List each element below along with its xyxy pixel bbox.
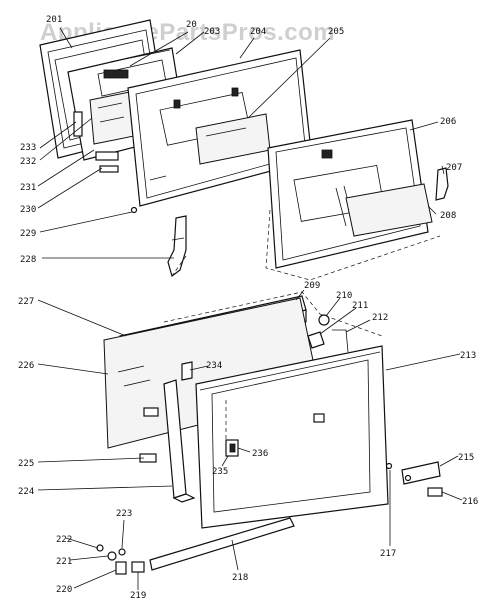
label-213: 213 — [460, 351, 476, 361]
part-223-nut — [118, 548, 126, 556]
label-203: 203 — [204, 27, 220, 37]
part-229-screw — [130, 206, 138, 214]
label-233: 233 — [20, 143, 36, 153]
label-225: 225 — [18, 459, 34, 469]
part-219-end-cap — [131, 561, 145, 573]
leader-lines — [37, 27, 463, 590]
part-216-block — [427, 487, 443, 497]
part-228-hinge — [167, 215, 187, 278]
label-229: 229 — [20, 229, 36, 239]
label-209: 209 — [304, 281, 320, 291]
label-234: 234 — [206, 361, 222, 371]
label-227: 227 — [18, 297, 34, 307]
label-219: 219 — [130, 591, 146, 600]
part-213-frame — [195, 345, 389, 529]
label-201: 201 — [46, 15, 62, 25]
part-207-bracket — [435, 167, 449, 201]
part-211-clip — [307, 331, 325, 349]
label-212: 212 — [372, 313, 388, 323]
label-228: 228 — [20, 255, 36, 265]
label-220: 220 — [56, 585, 72, 595]
part-234-clip — [181, 361, 193, 381]
part-217-screw — [385, 462, 393, 470]
label-206: 206 — [440, 117, 456, 127]
part-221-washer — [107, 551, 117, 561]
label-230: 230 — [20, 205, 36, 215]
part-212-rod — [332, 329, 349, 353]
part-218-bottom-trim — [149, 517, 295, 571]
label-224: 224 — [18, 487, 34, 497]
part-206-outer-door — [267, 119, 429, 269]
label-218: 218 — [232, 573, 248, 583]
part-224-side-rail — [163, 379, 196, 503]
alignment-line — [265, 209, 441, 281]
part-220-bracket — [115, 561, 127, 575]
label-226: 226 — [18, 361, 34, 371]
part-labels: 201 20 203 204 205 206 207 208 233 232 2… — [18, 15, 478, 600]
part-208-door-glass — [345, 183, 433, 237]
label-215: 215 — [458, 453, 474, 463]
label-235: 235 — [212, 467, 228, 477]
label-211: 211 — [352, 301, 368, 311]
part-235-latch — [225, 439, 239, 457]
label-217: 217 — [380, 549, 396, 559]
part-215-bracket — [401, 461, 441, 485]
label-216: 216 — [462, 497, 478, 507]
label-20: 20 — [186, 20, 197, 30]
label-231: 231 — [20, 183, 36, 193]
label-221: 221 — [56, 557, 72, 567]
part-230-231-brackets — [95, 151, 119, 173]
alignment-line — [163, 291, 383, 337]
part-233-clip — [73, 111, 83, 137]
label-204: 204 — [250, 27, 266, 37]
label-222: 222 — [56, 535, 72, 545]
label-207: 207 — [446, 163, 462, 173]
label-236: 236 — [252, 449, 268, 459]
label-208: 208 — [440, 211, 456, 221]
label-210: 210 — [336, 291, 352, 301]
part-210-nut — [318, 314, 330, 326]
label-205: 205 — [328, 27, 344, 37]
label-232: 232 — [20, 157, 36, 167]
part-232-glass — [89, 91, 135, 145]
frame-clip — [313, 413, 325, 423]
label-223: 223 — [116, 509, 132, 519]
